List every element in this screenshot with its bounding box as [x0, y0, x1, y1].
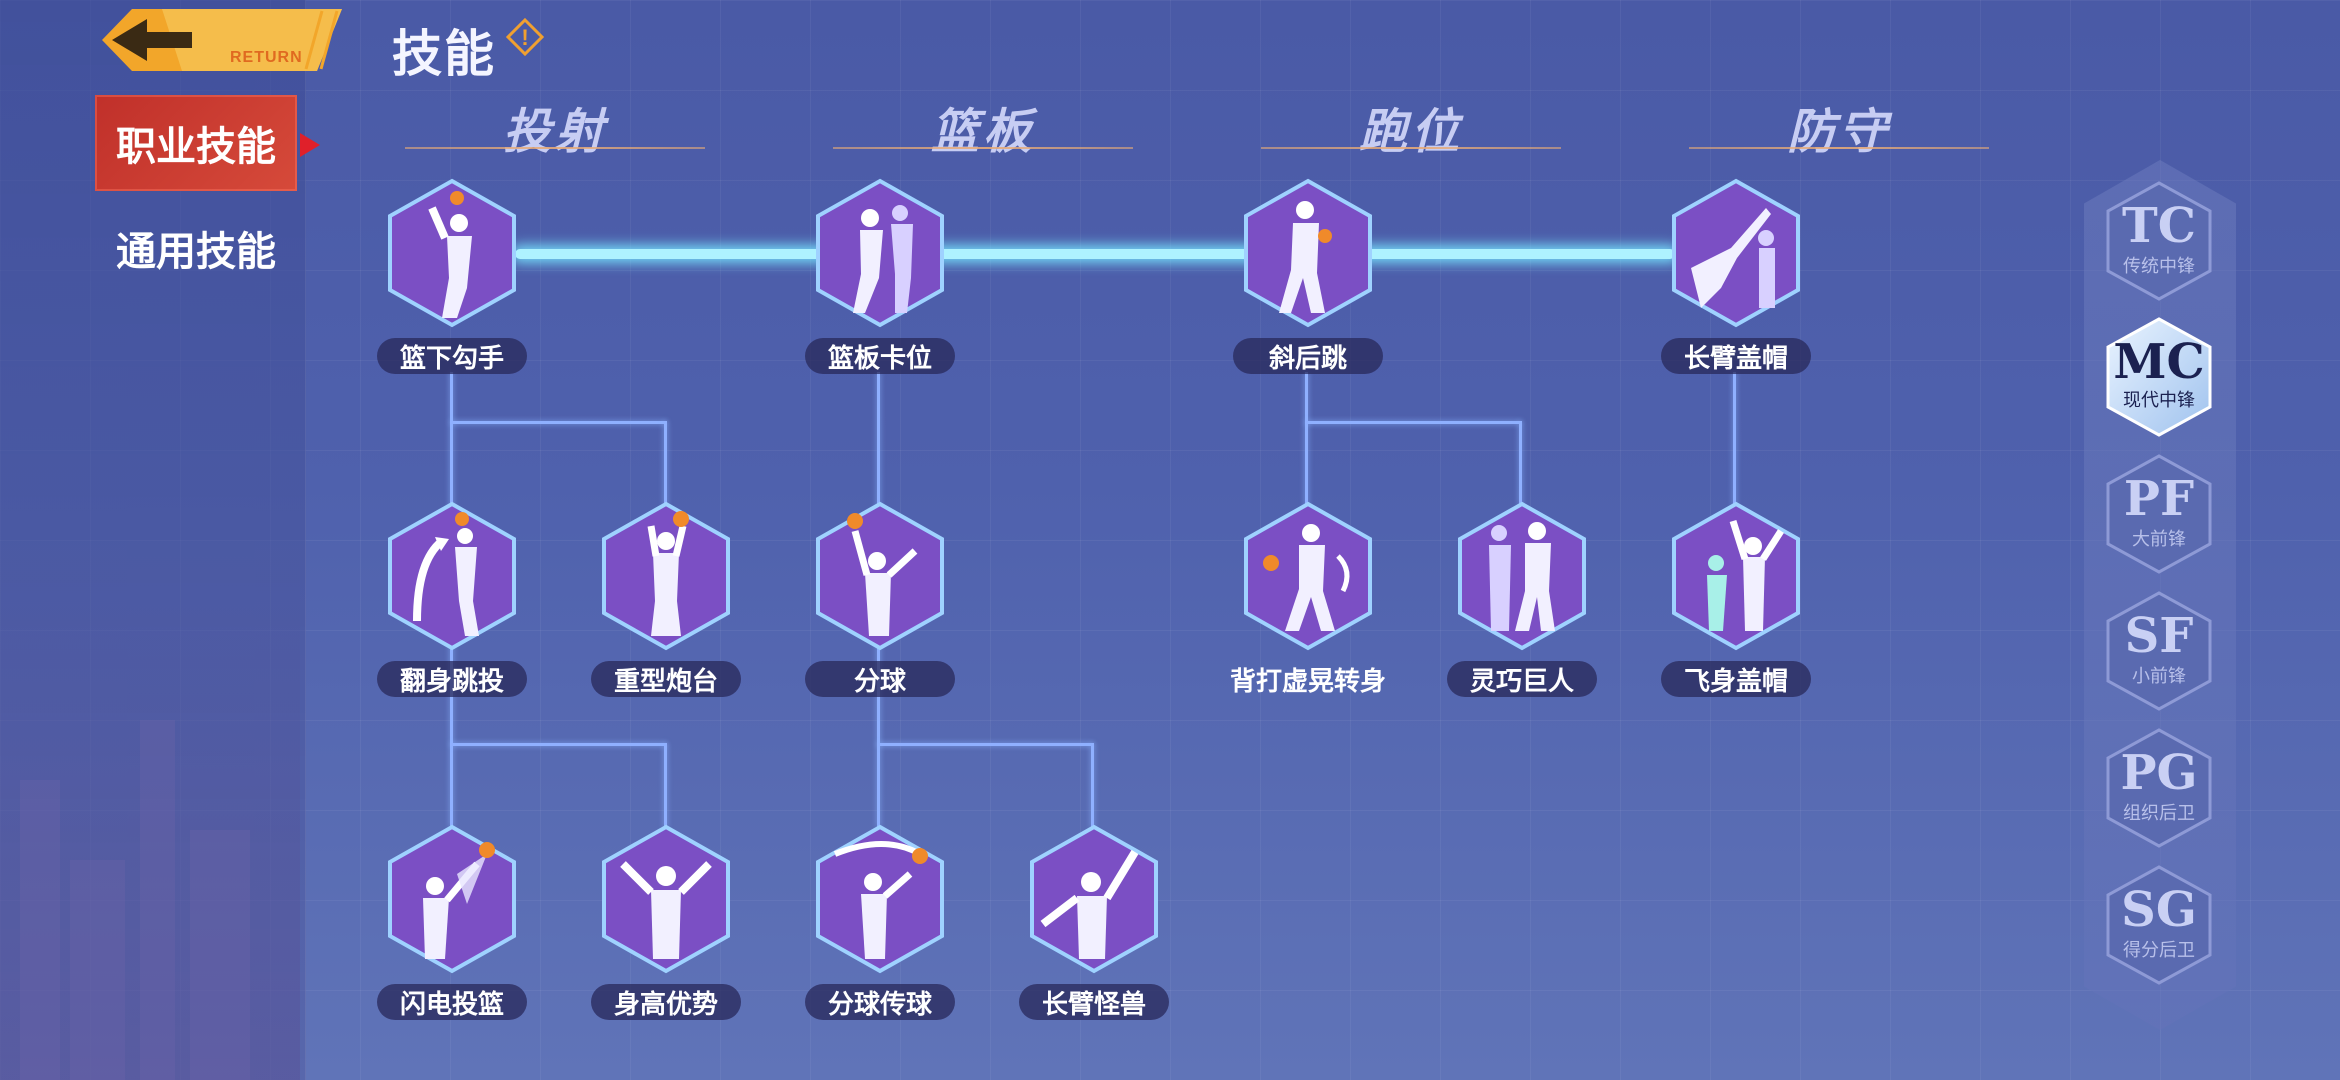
position-name: 现代中锋 — [2123, 390, 2195, 411]
category-divider — [1689, 147, 1989, 149]
top-connector-glow — [515, 249, 1675, 259]
position-code: MC — [2113, 334, 2205, 390]
position-name: 组织后卫 — [2123, 803, 2195, 824]
tab-label: 职业技能 — [116, 124, 276, 170]
skill-post-fake-spin[interactable]: 背打虚晃转身 — [1230, 501, 1386, 711]
city-backdrop — [0, 540, 300, 1080]
position-code: PF — [2123, 471, 2195, 527]
skill-label: 分球 — [805, 661, 955, 697]
skill-distribute-pass[interactable]: 分球传球 — [805, 824, 955, 1034]
category-shooting: 投射 — [502, 104, 607, 160]
active-tab-arrow — [300, 133, 320, 157]
tab-career-skills[interactable]: 职业技能 — [95, 95, 297, 191]
position-code: PG — [2120, 745, 2198, 801]
skill-long-arm-monster[interactable]: 长臂怪兽 — [1019, 824, 1169, 1034]
category-divider — [1261, 147, 1561, 149]
category-positioning: 跑位 — [1358, 104, 1463, 160]
svg-text:!: ! — [521, 25, 528, 50]
skill-lightning-shot[interactable]: 闪电投篮 — [377, 824, 527, 1034]
info-icon[interactable]: ! — [505, 17, 545, 57]
position-sf-button[interactable]: SF 小前锋 — [2105, 590, 2213, 712]
skill-label: 长臂盖帽 — [1661, 338, 1811, 374]
skill-label: 灵巧巨人 — [1447, 661, 1597, 697]
position-sg-button[interactable]: SG 得分后卫 — [2105, 864, 2213, 986]
skill-label: 翻身跳投 — [377, 661, 527, 697]
skill-hex-icon — [816, 501, 944, 651]
skill-label: 闪电投篮 — [377, 984, 527, 1020]
skill-label: 长臂怪兽 — [1019, 984, 1169, 1020]
position-name: 大前锋 — [2132, 529, 2186, 550]
skill-hex-icon — [1458, 501, 1586, 651]
back-button[interactable]: RETURN — [92, 5, 352, 73]
skill-fadeaway[interactable]: 斜后跳 — [1233, 178, 1383, 388]
position-code: TC — [2122, 198, 2196, 254]
skill-label: 重型炮台 — [591, 661, 741, 697]
tab-label: 通用技能 — [116, 229, 276, 275]
category-divider — [833, 147, 1133, 149]
category-rebound: 篮板 — [930, 104, 1035, 160]
skill-label: 篮下勾手 — [377, 338, 527, 374]
skill-label: 飞身盖帽 — [1661, 661, 1811, 697]
skill-hex-icon — [602, 824, 730, 974]
skill-hex-icon — [1672, 178, 1800, 328]
skill-hex-icon — [602, 501, 730, 651]
skill-hook-shot[interactable]: 篮下勾手 — [377, 178, 527, 388]
category-divider — [405, 147, 705, 149]
skill-distribute-ball[interactable]: 分球 — [805, 501, 955, 711]
position-tc-button[interactable]: TC 传统中锋 — [2105, 180, 2213, 302]
category-defense: 防守 — [1786, 104, 1891, 160]
skill-label: 分球传球 — [805, 984, 955, 1020]
page-title: 技能 — [392, 25, 496, 83]
position-code: SF — [2124, 608, 2194, 664]
position-name: 小前锋 — [2132, 666, 2186, 687]
skill-hex-icon — [1244, 178, 1372, 328]
position-pg-button[interactable]: PG 组织后卫 — [2105, 727, 2213, 849]
skill-hex-icon — [816, 178, 944, 328]
position-name: 得分后卫 — [2123, 940, 2195, 961]
skill-hex-icon — [388, 178, 516, 328]
skill-label: 篮板卡位 — [805, 338, 955, 374]
position-pf-button[interactable]: PF 大前锋 — [2105, 453, 2213, 575]
skill-agile-giant[interactable]: 灵巧巨人 — [1447, 501, 1597, 711]
skill-box-out[interactable]: 篮板卡位 — [805, 178, 955, 388]
position-mc-button[interactable]: MC 现代中锋 — [2105, 316, 2213, 438]
skill-hex-icon — [1244, 501, 1372, 651]
back-return-label: RETURN — [230, 49, 303, 66]
skill-hex-icon — [1672, 501, 1800, 651]
skill-hex-icon — [388, 824, 516, 974]
skill-hex-icon — [816, 824, 944, 974]
skill-label: 背打虚晃转身 — [1229, 666, 1386, 697]
skill-height-advantage[interactable]: 身高优势 — [591, 824, 741, 1034]
skill-flying-block[interactable]: 飞身盖帽 — [1661, 501, 1811, 711]
skill-hex-icon — [1030, 824, 1158, 974]
skill-long-arm-block[interactable]: 长臂盖帽 — [1661, 178, 1811, 388]
skill-turnaround-jumper[interactable]: 翻身跳投 — [377, 501, 527, 711]
skill-label: 斜后跳 — [1233, 338, 1383, 374]
skill-heavy-cannon[interactable]: 重型炮台 — [591, 501, 741, 711]
skill-hex-icon — [388, 501, 516, 651]
position-code: SG — [2121, 882, 2197, 938]
tab-general-skills[interactable]: 通用技能 — [95, 200, 297, 296]
skill-label: 身高优势 — [591, 984, 741, 1020]
position-name: 传统中锋 — [2123, 256, 2195, 277]
